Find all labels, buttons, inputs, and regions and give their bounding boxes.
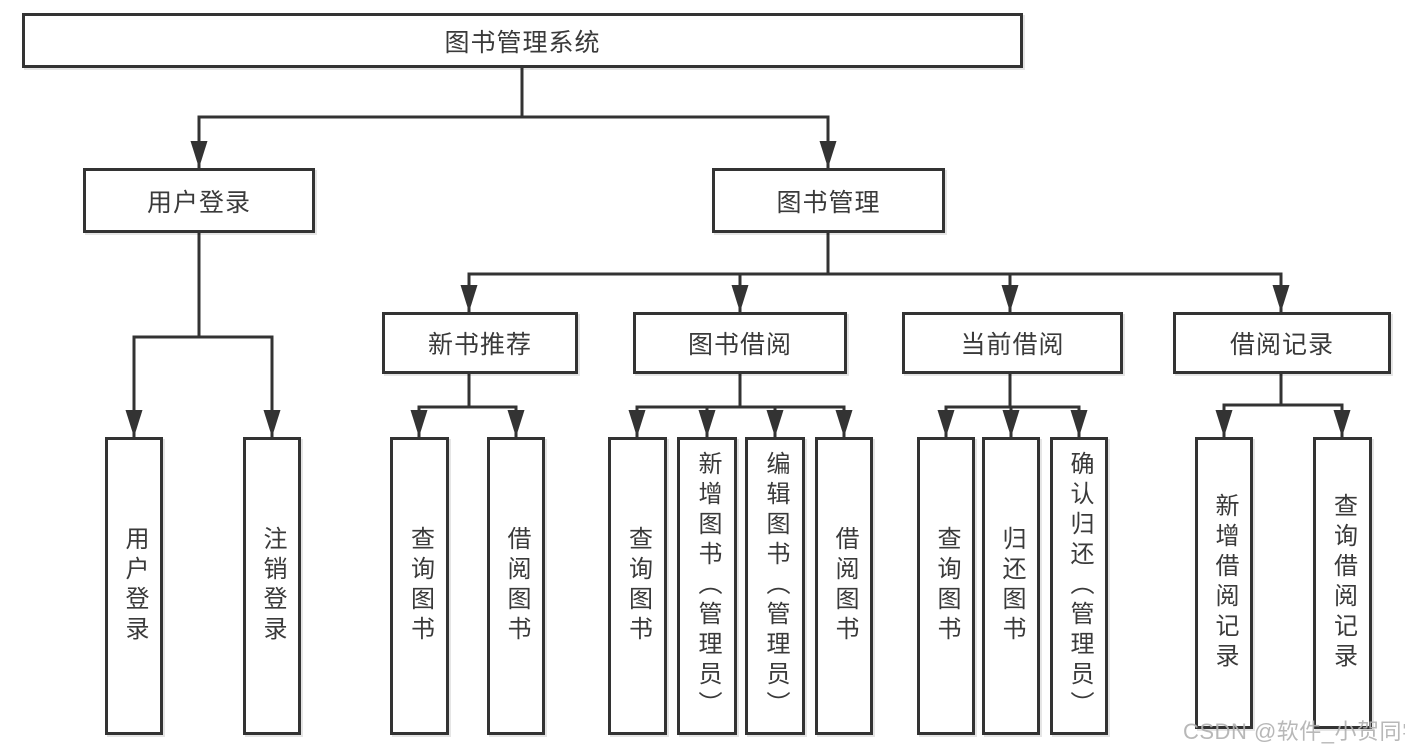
leaf-bb-borrow-books-label: 借阅图书 [831, 526, 858, 646]
node-current-borrow: 当前借阅 [902, 312, 1123, 374]
leaf-bb-add-books-admin-label: 新增图书（管理员） [694, 451, 721, 721]
node-current-borrow-label: 当前借阅 [960, 331, 1065, 359]
node-new-book-recommend: 新书推荐 [382, 312, 578, 374]
leaf-bb-query-books: 查询图书 [608, 437, 667, 735]
leaf-nbr-query-books-label: 查询图书 [406, 526, 434, 646]
leaf-cb-query-books-label: 查询图书 [933, 526, 960, 646]
node-book-management-label: 图书管理 [776, 188, 881, 217]
node-borrow-records-label: 借阅记录 [1229, 331, 1334, 359]
leaf-bb-edit-books-admin-label: 编辑图书（管理员） [762, 451, 789, 721]
leaf-cb-confirm-return-admin-label: 确认归还（管理员） [1066, 451, 1093, 721]
node-borrow-records: 借阅记录 [1173, 312, 1391, 374]
leaf-bb-add-books-admin: 新增图书（管理员） [677, 437, 737, 735]
csdn-watermark: CSDN @软件_小贺同学 [1183, 719, 1405, 744]
leaf-br-add-record: 新增借阅记录 [1195, 437, 1253, 729]
leaf-br-query-record-label: 查询借阅记录 [1329, 493, 1357, 673]
leaf-nbr-borrow-books: 借阅图书 [487, 437, 545, 735]
node-user-login: 用户登录 [83, 168, 315, 233]
node-new-book-recommend-label: 新书推荐 [427, 331, 532, 359]
leaf-logout-label: 注销登录 [259, 526, 286, 646]
leaf-cb-query-books: 查询图书 [917, 437, 975, 735]
node-root-label: 图书管理系统 [444, 28, 601, 57]
leaf-user-login-label: 用户登录 [121, 526, 148, 646]
leaf-logout: 注销登录 [243, 437, 301, 735]
leaf-cb-return-books: 归还图书 [982, 437, 1040, 735]
node-root: 图书管理系统 [22, 13, 1023, 68]
leaf-br-query-record: 查询借阅记录 [1313, 437, 1372, 729]
leaf-bb-edit-books-admin: 编辑图书（管理员） [745, 437, 805, 735]
node-book-management: 图书管理 [712, 168, 945, 233]
node-book-borrow: 图书借阅 [633, 312, 847, 374]
leaf-user-login: 用户登录 [105, 437, 163, 735]
leaf-bb-query-books-label: 查询图书 [624, 526, 652, 646]
node-book-borrow-label: 图书借阅 [687, 331, 792, 359]
leaf-br-add-record-label: 新增借阅记录 [1211, 493, 1238, 673]
leaf-nbr-query-books: 查询图书 [390, 437, 449, 735]
leaf-cb-confirm-return-admin: 确认归还（管理员） [1050, 437, 1108, 735]
leaf-nbr-borrow-books-label: 借阅图书 [503, 526, 530, 646]
leaf-cb-return-books-label: 归还图书 [998, 526, 1025, 646]
node-user-login-label: 用户登录 [146, 188, 251, 217]
leaf-bb-borrow-books: 借阅图书 [815, 437, 873, 735]
